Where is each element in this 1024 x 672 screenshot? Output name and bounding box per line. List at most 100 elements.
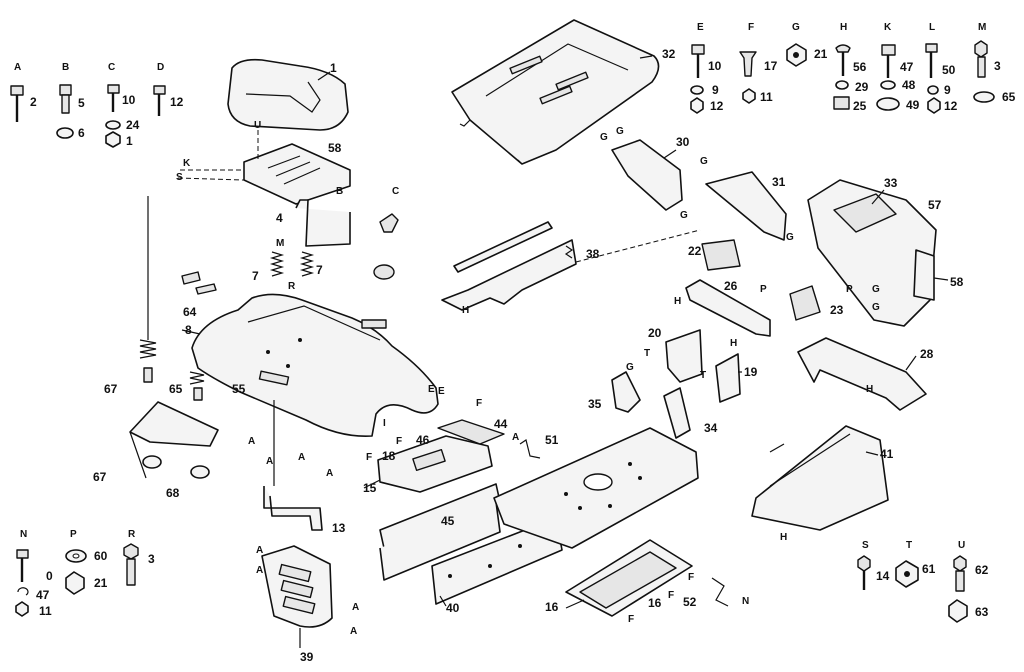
- label-16-a: 16: [545, 600, 559, 614]
- label-15: 15: [363, 481, 377, 495]
- ref-F-2: F: [396, 436, 402, 447]
- label-40: 58: [328, 141, 342, 155]
- label-39: 39: [300, 650, 314, 664]
- bolt-S-head-icon: [857, 555, 871, 572]
- label-63: 63: [975, 605, 989, 619]
- rail-38: [431, 517, 563, 605]
- washer-H-icon: [835, 80, 849, 90]
- ref-F-6: F: [628, 614, 634, 625]
- leader-16: [565, 599, 585, 609]
- ref-R: R: [288, 281, 296, 292]
- hood-crease: [485, 43, 629, 97]
- label-U: U: [958, 540, 965, 551]
- frame-hole-large: [583, 473, 613, 491]
- center-brackets: 13 A A A A 39 A A A A: [248, 400, 359, 664]
- label-34: 34: [704, 421, 718, 435]
- nut-L-icon: [927, 97, 941, 114]
- leader-8: [181, 329, 201, 335]
- label-45-a: 45: [441, 514, 455, 528]
- washer-K-icon: [880, 80, 896, 90]
- ref-G-1: G: [600, 132, 608, 143]
- rail-38-hole-1: [448, 574, 452, 578]
- washer-L-icon: [927, 85, 939, 95]
- label-48: 48: [902, 78, 916, 92]
- label-36: 41: [880, 447, 894, 461]
- rod-link-dash: [575, 229, 701, 263]
- label-62: 62: [975, 563, 989, 577]
- bolt-N-head-icon: [16, 549, 29, 559]
- bolt-L-head-icon: [925, 43, 938, 53]
- label-56: 56: [853, 60, 867, 74]
- label-12-E: 12: [710, 99, 724, 113]
- label-11-N: 11: [39, 604, 52, 618]
- label-21-P: 21: [94, 576, 108, 590]
- label-H: H: [840, 22, 847, 33]
- pads-64: [181, 271, 217, 295]
- label-B: B: [62, 62, 69, 73]
- leader-lines: [129, 55, 949, 648]
- ref-G-4: G: [700, 156, 708, 167]
- large-washer-K-icon: [876, 97, 900, 111]
- ref-A-10: G: [626, 362, 634, 373]
- leader-33: [871, 189, 885, 205]
- bolt-U-head-icon: [953, 555, 967, 572]
- hardware-legend-top-right: E 10 9 12 F 17 11 G 21 H 56 29 25 K 47 4…: [690, 22, 1016, 114]
- ref-G-10: H: [866, 384, 873, 395]
- bracket-35: [611, 371, 641, 413]
- label-25: 25: [853, 99, 867, 113]
- label-A: A: [14, 62, 21, 73]
- label-5: 5: [78, 96, 85, 110]
- lock-washer-N-icon: [17, 587, 29, 596]
- label-44: 44: [494, 417, 508, 431]
- label-28: 28: [920, 347, 934, 361]
- label-52: 52: [683, 595, 697, 609]
- label-14: 14: [876, 569, 890, 583]
- label-K: K: [884, 22, 892, 33]
- spacer-66-left: [143, 367, 153, 383]
- label-49: 49: [906, 98, 920, 112]
- label-21: 21: [814, 47, 828, 61]
- ref-H-1: H: [780, 532, 787, 543]
- washer-B-icon: [56, 127, 74, 139]
- label-32: 32: [662, 47, 676, 61]
- bolt-M-head-icon: [974, 40, 988, 58]
- label-60: 60: [94, 549, 108, 563]
- ref-N: N: [742, 596, 749, 607]
- frame-brackets: 35 G 34 20 T 19 T: [588, 326, 758, 439]
- label-S: S: [862, 540, 869, 551]
- label-L: L: [929, 22, 935, 33]
- label-9-L: 9: [944, 83, 951, 97]
- label-7-left: 7: [252, 269, 259, 283]
- bolt-B-head-icon: [59, 84, 72, 96]
- label-50: 50: [942, 63, 956, 77]
- frame-hole-c: [628, 462, 632, 466]
- washer-M-icon: [973, 91, 995, 103]
- flange-nut-G-hole-icon: [793, 52, 799, 58]
- label-3-M: 3: [994, 59, 1001, 73]
- hood-edge: [459, 119, 523, 165]
- label-20: 20: [648, 326, 662, 340]
- bracket-30: [611, 139, 683, 211]
- rail-38-hole-2: [488, 564, 492, 568]
- label-65: 65: [169, 382, 183, 396]
- label-67: 67: [93, 470, 107, 484]
- label-38: 40: [446, 601, 460, 615]
- hood-vent-3: [539, 85, 573, 105]
- dash-S: [177, 177, 245, 181]
- ref-A-6: A: [256, 565, 263, 576]
- frame-hole-e: [608, 504, 612, 508]
- screw-F-icon: [739, 51, 757, 77]
- leader-30: [663, 149, 677, 159]
- rail-45-upper-side: [379, 501, 501, 581]
- washer-E-icon: [690, 85, 704, 95]
- rail-38-hole-3: [518, 544, 522, 548]
- bolt-A-head-icon: [10, 85, 24, 96]
- label-26: 26: [724, 279, 738, 293]
- label-10: 10: [122, 93, 136, 107]
- bolt-D-head-icon: [153, 85, 166, 95]
- hood-vent-2: [555, 71, 589, 91]
- bracket-20: [665, 329, 703, 383]
- bolt-C-head-icon: [107, 84, 120, 94]
- spring-left-7: [269, 251, 285, 277]
